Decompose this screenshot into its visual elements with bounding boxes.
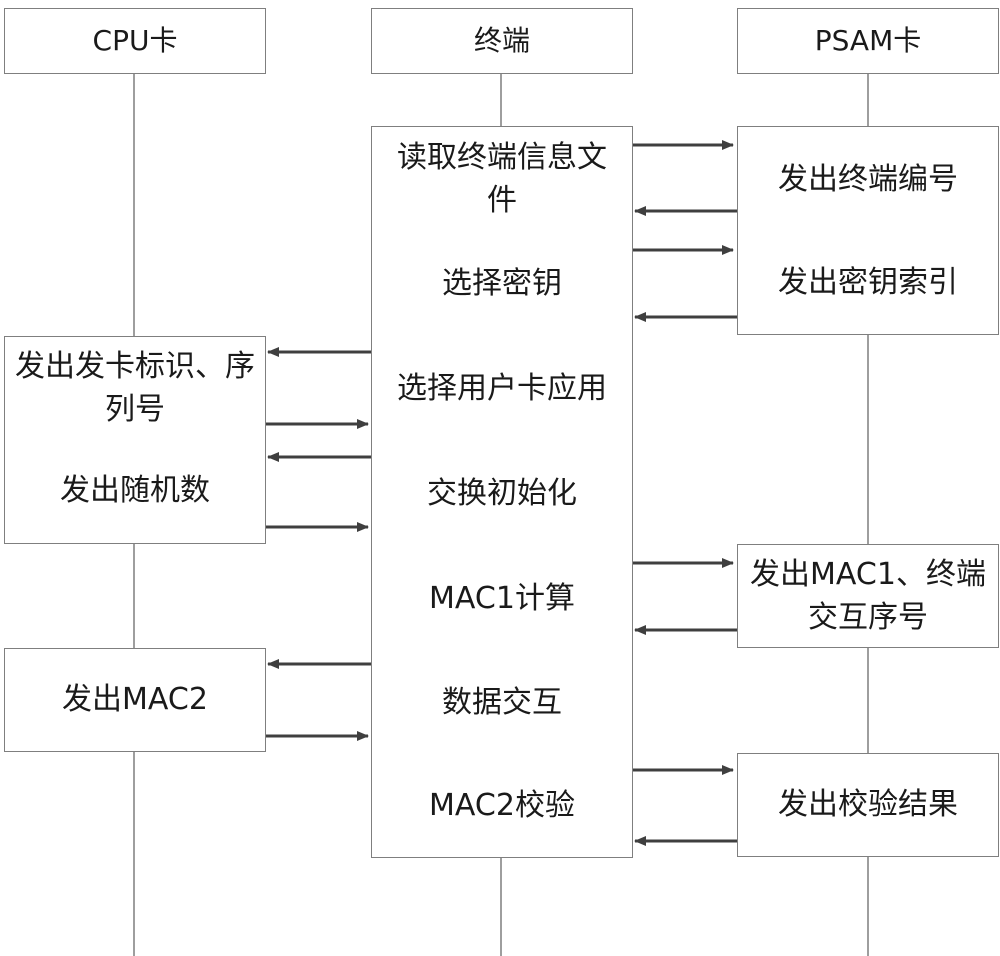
psam-step-label: 发出校验结果	[778, 787, 958, 823]
cpu-step-card-id: 发出发卡标识、序列号	[4, 336, 266, 440]
terminal-step-select-key: 选择密钥	[371, 231, 633, 337]
terminal-step-exchange-init: 交换初始化	[371, 441, 633, 547]
terminal-step-label: 读取终端信息文件	[397, 139, 607, 219]
terminal-step-label: MAC1计算	[429, 580, 575, 616]
terminal-step-mac2-verify: MAC2校验	[371, 754, 633, 858]
cpu-step-label: 发出MAC2	[62, 682, 208, 718]
psam-step-label: 发出MAC1、终端交互序号	[750, 556, 986, 636]
terminal-step-label: 数据交互	[442, 684, 562, 720]
psam-lane-header: PSAM卡	[737, 8, 999, 74]
cpu-step-label: 发出发卡标识、序列号	[15, 348, 255, 428]
cpu-step-mac2: 发出MAC2	[4, 648, 266, 752]
cpu-lane-header: CPU卡	[4, 8, 266, 74]
psam-step-label: 发出终端编号	[778, 161, 958, 197]
cpu-lane-label: CPU卡	[92, 23, 178, 57]
terminal-step-label: MAC2校验	[429, 787, 575, 823]
terminal-step-label: 选择密钥	[442, 265, 562, 301]
psam-step-verify-result: 发出校验结果	[737, 753, 999, 857]
terminal-step-mac1-calc: MAC1计算	[371, 546, 633, 652]
psam-step-terminal-number: 发出终端编号	[737, 126, 999, 233]
psam-lane-label: PSAM卡	[814, 23, 922, 57]
terminal-step-select-app: 选择用户卡应用	[371, 336, 633, 442]
psam-step-key-index: 发出密钥索引	[737, 232, 999, 335]
cpu-step-random: 发出随机数	[4, 439, 266, 544]
terminal-lane-label: 终端	[473, 23, 530, 57]
terminal-step-read-info: 读取终端信息文件	[371, 126, 633, 232]
terminal-step-data-exchange: 数据交互	[371, 651, 633, 755]
psam-step-label: 发出密钥索引	[778, 265, 958, 301]
psam-step-mac1: 发出MAC1、终端交互序号	[737, 544, 999, 648]
cpu-step-label: 发出随机数	[60, 473, 210, 509]
terminal-step-label: 选择用户卡应用	[397, 370, 607, 406]
terminal-step-label: 交换初始化	[427, 475, 577, 511]
terminal-lane-header: 终端	[371, 8, 633, 74]
